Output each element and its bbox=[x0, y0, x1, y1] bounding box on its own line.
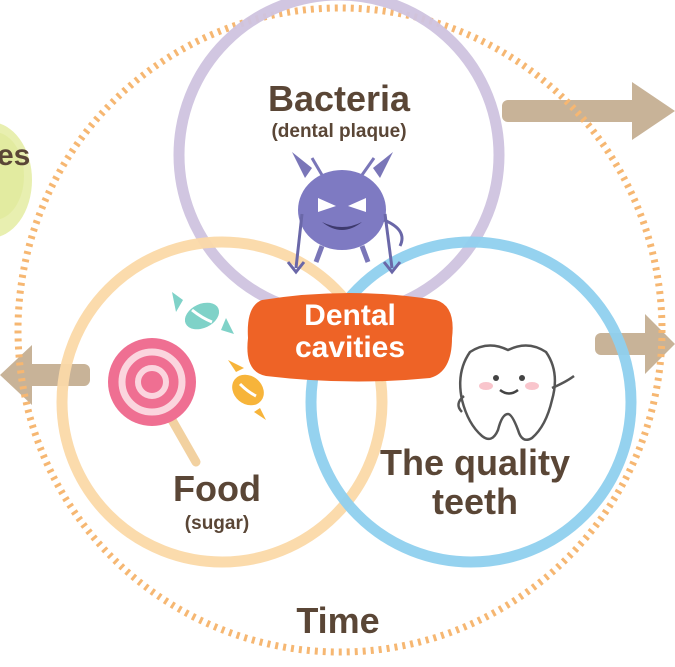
bacteria-ring bbox=[179, 0, 499, 315]
teeth-title-line1: The quality bbox=[350, 444, 600, 482]
arrow-right-top bbox=[502, 82, 675, 140]
bacteria-subtitle: (dental plaque) bbox=[219, 122, 459, 142]
lollipop-icon bbox=[108, 338, 196, 462]
dental-cavities-line1: Dental bbox=[250, 300, 450, 332]
dental-cavities-line2: cavities bbox=[250, 332, 450, 364]
tooth-icon bbox=[458, 345, 574, 439]
cutoff-label: es bbox=[0, 140, 29, 172]
time-label: Time bbox=[258, 602, 418, 640]
bacteria-germ-icon bbox=[288, 152, 402, 272]
bacteria-title: Bacteria bbox=[239, 80, 439, 118]
food-title: Food bbox=[137, 470, 297, 508]
arrow-left bbox=[0, 345, 90, 405]
food-subtitle: (sugar) bbox=[137, 514, 297, 534]
teeth-title-line2: teeth bbox=[350, 483, 600, 521]
dental-cavities-label: Dental cavities bbox=[250, 300, 450, 365]
candy-icon bbox=[172, 292, 234, 334]
